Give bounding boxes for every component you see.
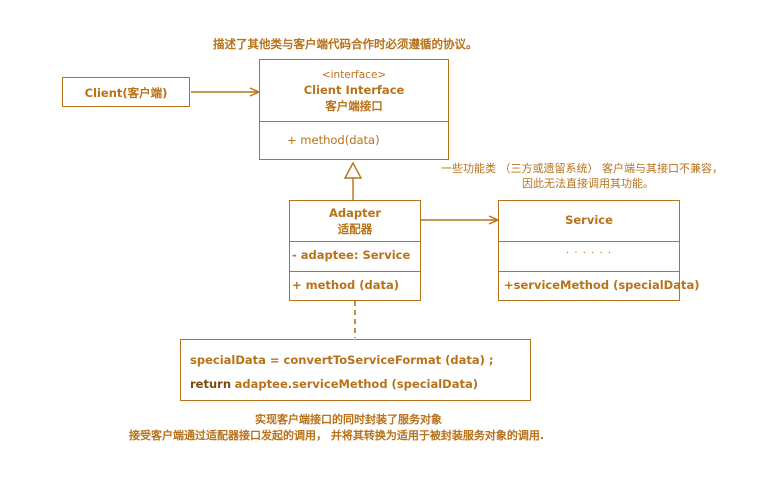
service-name: Service xyxy=(565,213,613,227)
interface-name: Client Interface xyxy=(303,83,405,97)
code-return-keyword: return xyxy=(190,377,232,391)
service-fields-placeholder: · · · · · · xyxy=(566,248,612,259)
realization-triangle xyxy=(343,161,363,179)
adapter-field: - adaptee: Service xyxy=(292,248,411,262)
client-interface-box[interactable]: <interface> Client Interface 客户端接口 + met… xyxy=(259,59,449,160)
adapter-name-cn: 适配器 xyxy=(337,222,373,236)
code-line-2: return adaptee.serviceMethod (specialDat… xyxy=(190,377,478,391)
adapter-method: + method (data) xyxy=(292,278,400,292)
code-note-box: specialData = convertToServiceFormat (da… xyxy=(180,339,531,401)
client-label: Client(客户端) xyxy=(84,86,168,100)
adapter-box[interactable]: Adapter 适配器 - adaptee: Service + method … xyxy=(289,200,421,301)
code-line-1: specialData = convertToServiceFormat (da… xyxy=(190,353,494,367)
bottom-note-line2: 接受客户端通过适配器接口发起的调用， 并将其转换为适用于被封装服务对象的调用. xyxy=(129,429,545,442)
side-note-line1: 一些功能类 （三方或遗留系统） 客户端与其接口不兼容， xyxy=(441,162,723,175)
side-note-line2: 因此无法直接调用其功能。 xyxy=(522,177,654,190)
adapter-name: Adapter xyxy=(328,206,382,220)
interface-method: + method(data) xyxy=(287,133,380,147)
service-box[interactable]: Service · · · · · · +serviceMethod (spec… xyxy=(498,200,699,301)
adapter-divider-2 xyxy=(290,271,420,272)
interface-stereotype: <interface> xyxy=(321,69,387,81)
adapter-divider-1 xyxy=(290,241,420,242)
top-note: 描述了其他类与客户端代码合作时必须遵循的协议。 xyxy=(213,37,478,51)
client-box[interactable]: Client(客户端) xyxy=(62,77,190,107)
interface-name-cn: 客户端接口 xyxy=(325,99,383,113)
bottom-note-line1: 实现客户端接口的同时封装了服务对象 xyxy=(255,413,442,426)
service-method: +serviceMethod (specialData) xyxy=(504,278,700,292)
service-divider-1 xyxy=(499,241,679,242)
code-return-expression: adaptee.serviceMethod (specialData) xyxy=(234,377,478,391)
interface-divider xyxy=(260,121,448,122)
service-divider-2 xyxy=(499,271,679,272)
